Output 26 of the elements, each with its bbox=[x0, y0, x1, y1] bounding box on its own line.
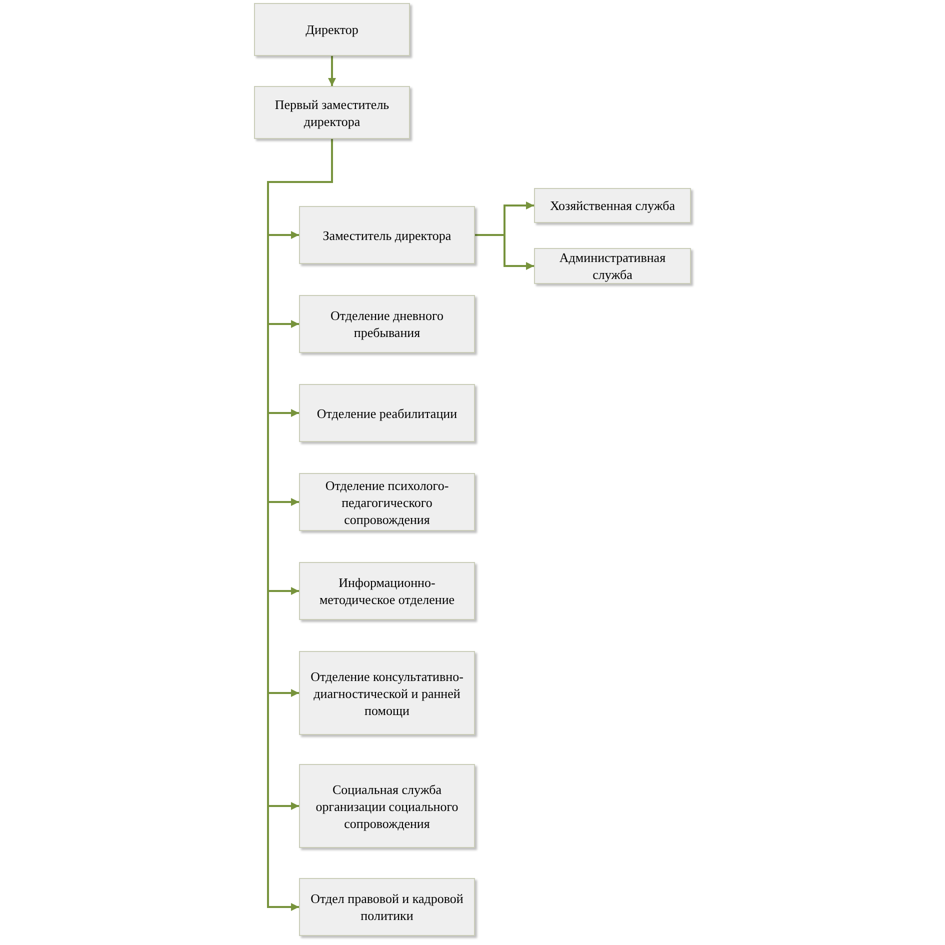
unit-name: Первый заместитель директора bbox=[274, 96, 390, 130]
unit-name: Отделение дневного пребывания bbox=[330, 307, 444, 341]
org-unit-box bbox=[299, 473, 475, 531]
org-unit-box bbox=[299, 878, 475, 936]
org-unit-box bbox=[534, 248, 691, 284]
connector-arrow bbox=[328, 56, 336, 86]
unit-name: Информационно-методическое отделение bbox=[318, 574, 456, 608]
unit-name: Социальная служба организации социального сопровождения bbox=[314, 780, 460, 832]
org-unit-box bbox=[299, 384, 475, 442]
unit-name: Административная служба bbox=[558, 249, 667, 283]
org-unit-box bbox=[299, 764, 475, 848]
connector-arrow bbox=[475, 234, 534, 270]
unit-name: Отделение реабилитации bbox=[316, 404, 458, 422]
unit-name: Директор bbox=[306, 21, 358, 38]
unit-name: Отделение консультативно-диагностической и ранней помощи bbox=[310, 668, 464, 718]
org-unit-box bbox=[299, 295, 475, 353]
org-unit-box bbox=[299, 562, 475, 620]
unit-name: Отдел правовой и кадровой политики bbox=[310, 890, 464, 924]
org-unit-box bbox=[299, 651, 475, 735]
org-unit-box bbox=[254, 3, 410, 56]
org-unit-box bbox=[254, 86, 410, 139]
org-unit-box bbox=[299, 206, 475, 264]
org-unit-box bbox=[534, 188, 691, 223]
unit-name: Отделение психолого-педагогического сопровождения bbox=[324, 476, 450, 528]
unit-name: Заместитель директора bbox=[322, 226, 452, 244]
unit-name: Хозяйственная служба bbox=[550, 197, 676, 214]
